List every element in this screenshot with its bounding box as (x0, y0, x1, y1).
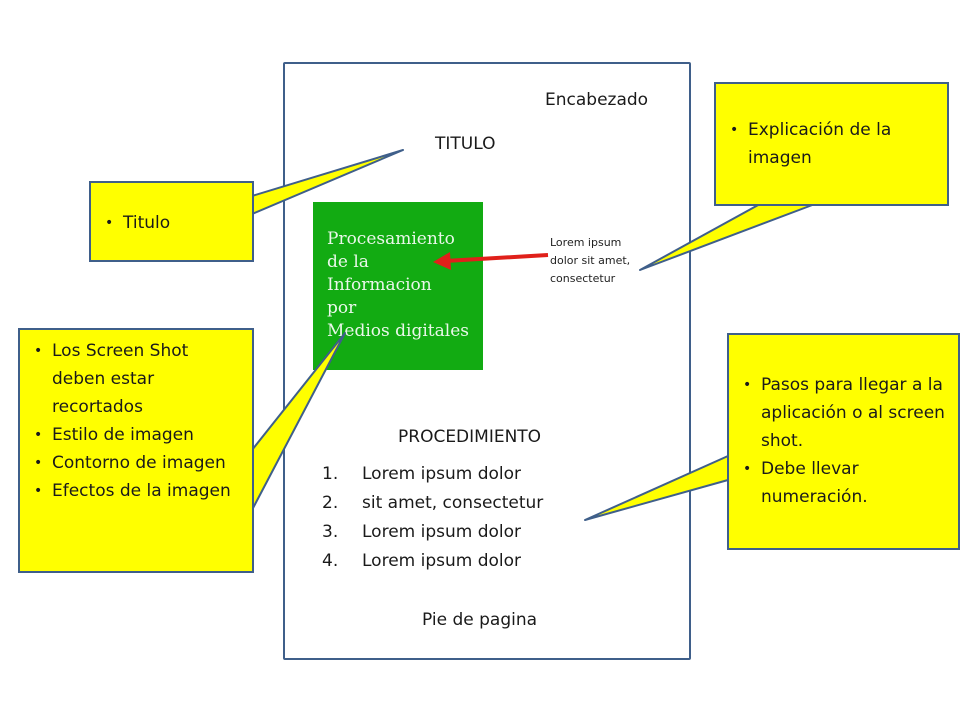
callout-item: •Contorno de imagen (26, 449, 244, 477)
procedure-list: 1.Lorem ipsum dolor 2.sit amet, consecte… (322, 460, 543, 576)
red-arrow-line (444, 253, 549, 263)
callout-screenshot: •Los Screen Shot deben estar recortados … (18, 328, 254, 573)
page-header: Encabezado (545, 90, 649, 110)
callout-item: •Explicación de la imagen (722, 116, 937, 172)
callout-item: •Titulo (97, 209, 252, 237)
page-footer: Pie de pagina (422, 610, 538, 630)
bullet-icon: • (743, 377, 752, 393)
callout-item: •Debe llevar numeración. (735, 455, 952, 511)
callout-item: •Estilo de imagen (26, 421, 244, 449)
procedure-step: 3.Lorem ipsum dolor (322, 522, 522, 542)
callout-titulo: •Titulo (89, 181, 254, 262)
titulo-callout-tail (251, 149, 404, 215)
red-arrow-head (433, 252, 451, 270)
bullet-icon: • (730, 122, 739, 138)
pasos-callout-tail (584, 455, 729, 521)
procedure-step: 4.Lorem ipsum dolor (322, 551, 522, 571)
bullet-icon: • (34, 455, 43, 471)
image-caption: Lorem ipsum dolor sit amet, consectetur (550, 236, 631, 285)
bullet-icon: • (743, 461, 752, 477)
bullet-icon: • (34, 343, 43, 359)
procedure-step: 1.Lorem ipsum dolor (322, 464, 522, 484)
page-title: TITULO (435, 134, 496, 154)
callout-item: •Los Screen Shot deben estar recortados (26, 337, 244, 421)
callout-imagen: •Explicación de la imagen (714, 82, 949, 206)
procedure-step: 2.sit amet, consectetur (322, 493, 544, 513)
procedure-heading: PROCEDIMIENTO (398, 427, 542, 447)
imagen-callout-tail (639, 203, 816, 271)
bullet-icon: • (34, 483, 43, 499)
bullet-icon: • (105, 215, 114, 231)
callout-item: •Pasos para llegar a la aplicación o al … (735, 371, 952, 455)
bullet-icon: • (34, 427, 43, 443)
callout-item: •Efectos de la imagen (26, 477, 244, 505)
screenshot-callout-tail (251, 332, 346, 511)
callout-pasos: •Pasos para llegar a la aplicación o al … (727, 333, 960, 550)
